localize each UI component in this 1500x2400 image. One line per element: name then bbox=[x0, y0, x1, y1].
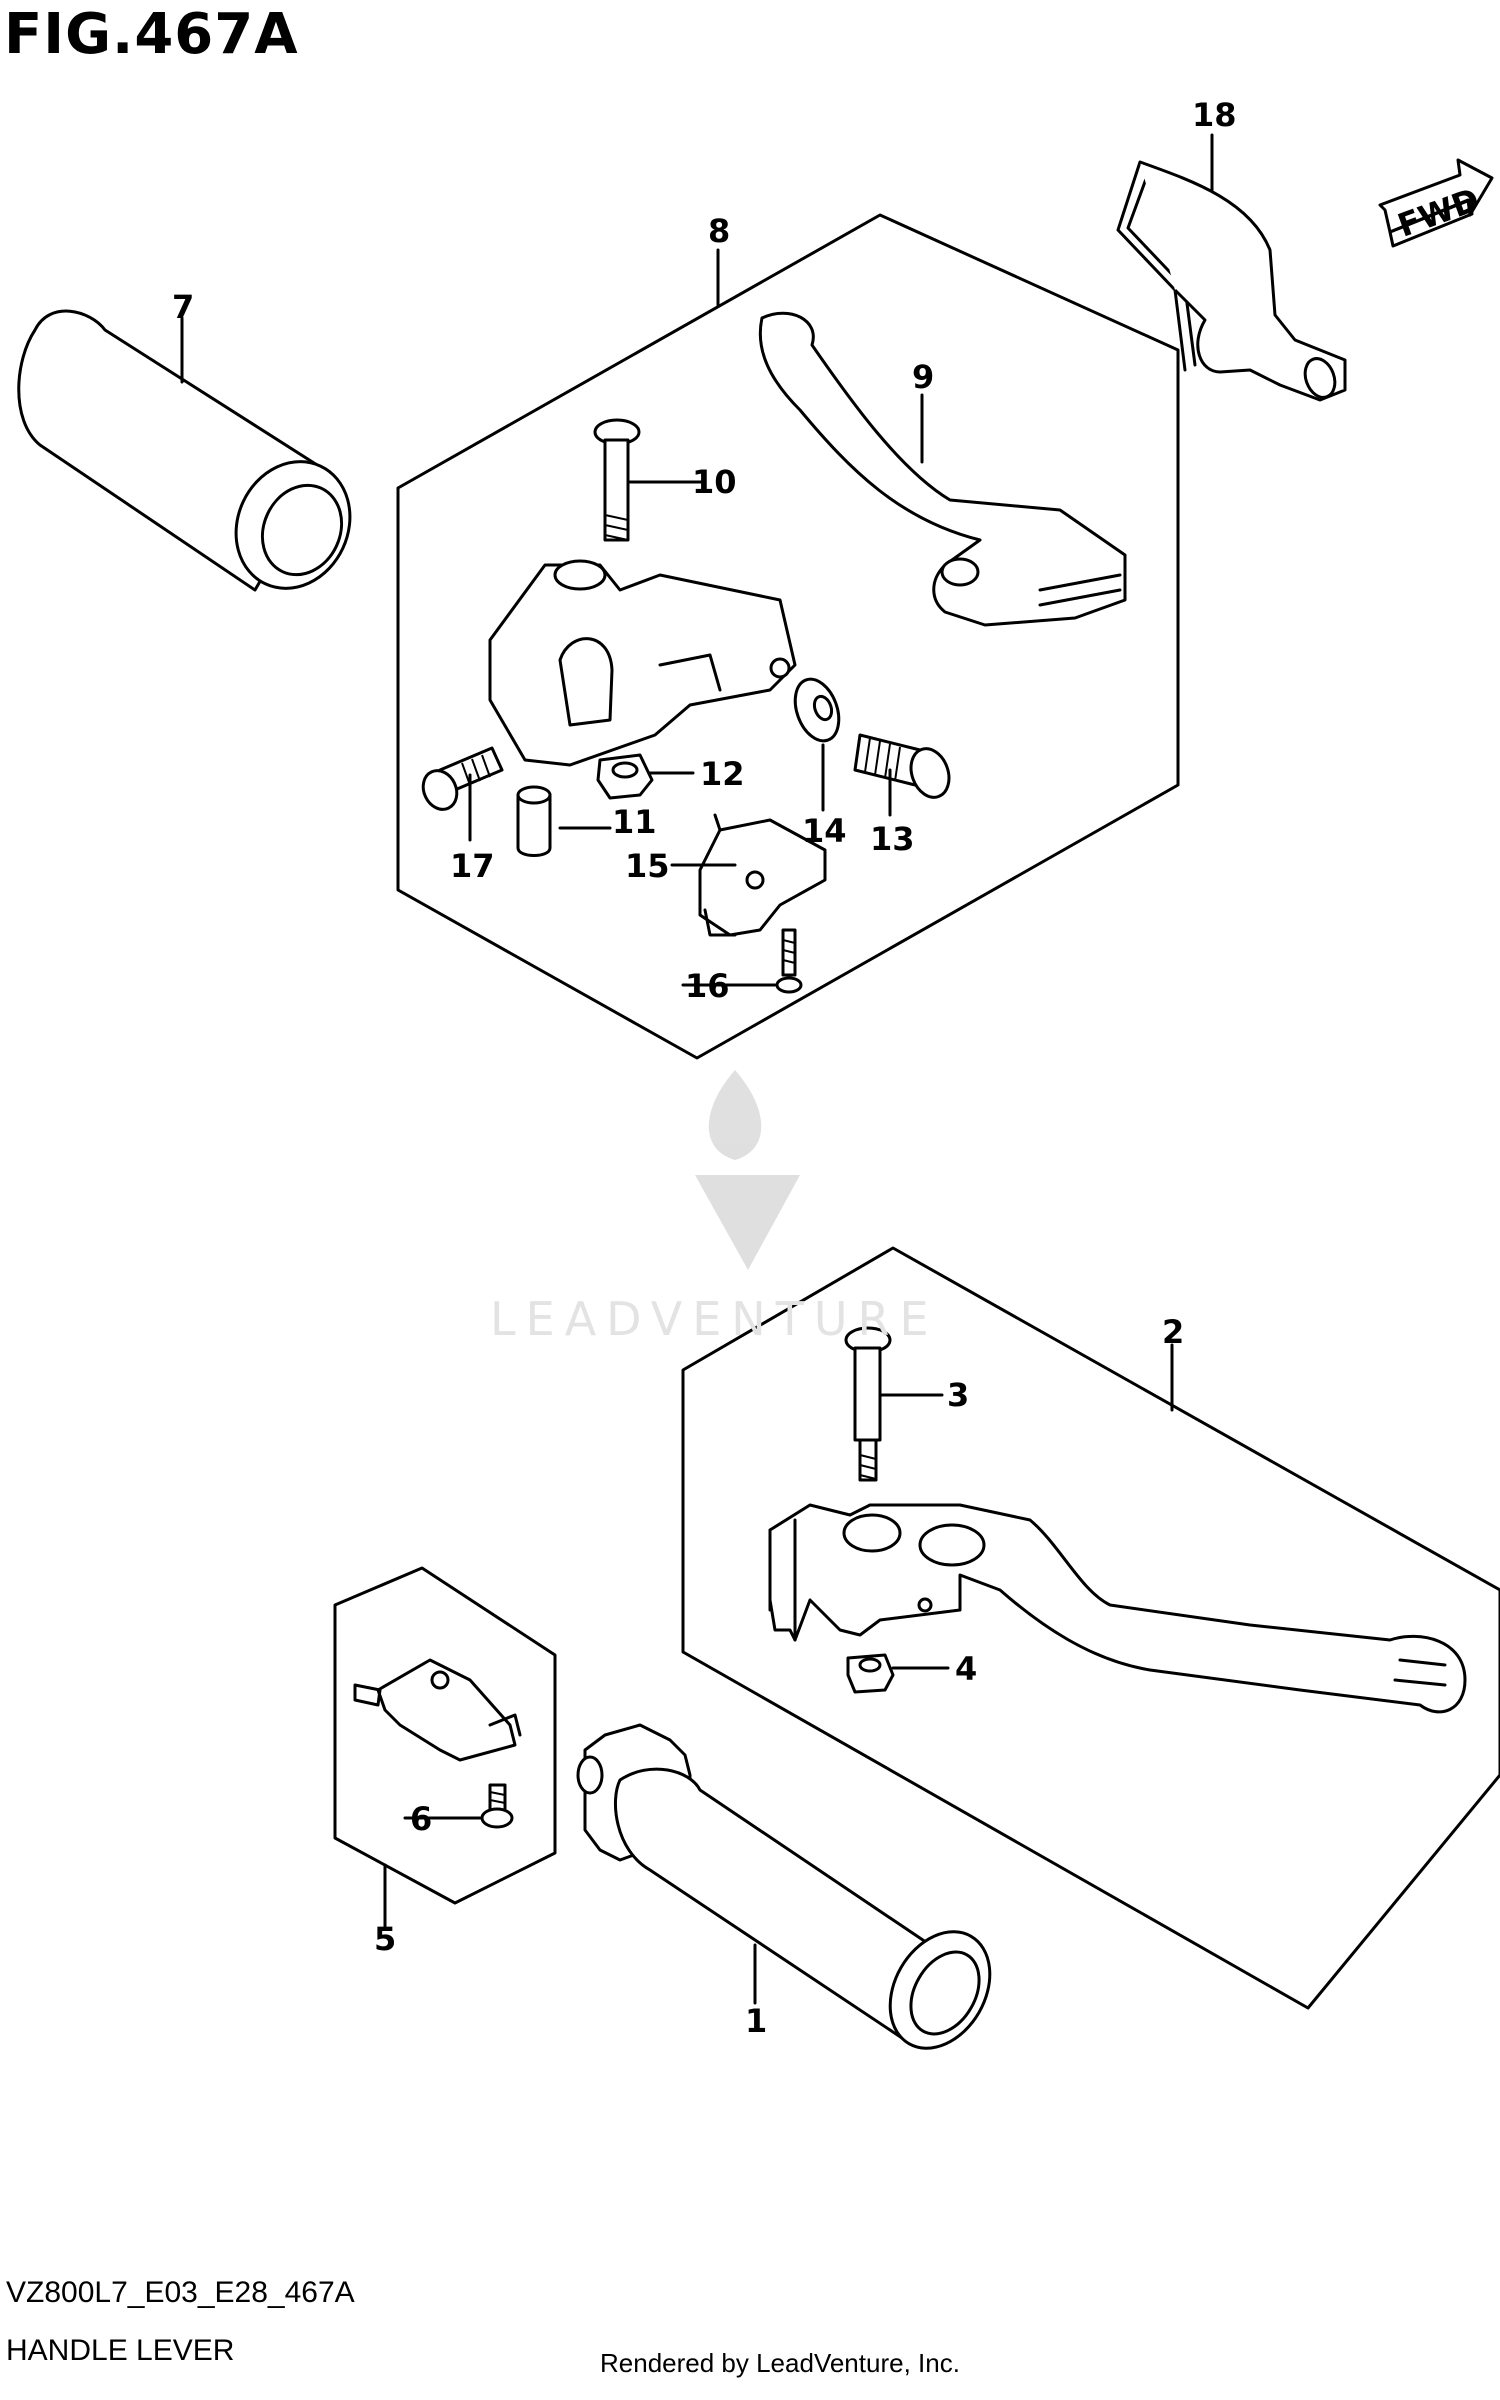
figure-title: FIG.467A bbox=[4, 2, 299, 67]
watermark-logo bbox=[695, 1070, 800, 1270]
part-12-nut[interactable] bbox=[596, 753, 654, 800]
callout-6: 6 bbox=[410, 1800, 432, 1838]
part-18-cover[interactable] bbox=[1116, 160, 1347, 402]
part-15-switch[interactable] bbox=[698, 813, 827, 937]
part-9-lever[interactable] bbox=[758, 311, 1127, 627]
callout-4: 4 bbox=[955, 1650, 977, 1688]
callout-13: 13 bbox=[870, 820, 915, 858]
part-2-brake-lever[interactable] bbox=[768, 1503, 1467, 1714]
part-4-nut[interactable] bbox=[846, 1653, 895, 1694]
callout-8: 8 bbox=[708, 212, 730, 250]
render-credit: Rendered by LeadVenture, Inc. bbox=[600, 2348, 960, 2378]
assembly-outline-5 bbox=[333, 1566, 557, 1905]
figure-name: HANDLE LEVER bbox=[6, 2334, 235, 2367]
part-14-adjuster-ring[interactable] bbox=[787, 673, 846, 747]
callout-17: 17 bbox=[450, 847, 495, 885]
callout-12: 12 bbox=[700, 755, 745, 793]
part-3-bolt[interactable] bbox=[844, 1326, 892, 1482]
figure-code: VZ800L7_E03_E28_467A bbox=[6, 2276, 355, 2309]
assembly-outline-2 bbox=[681, 1246, 1500, 2010]
callout-14: 14 bbox=[802, 812, 847, 850]
callout-2: 2 bbox=[1162, 1313, 1184, 1351]
part-1-throttle-grip[interactable] bbox=[576, 1723, 1010, 2066]
watermark-text: LEADVENTURE bbox=[490, 1292, 939, 1346]
part-13-adjuster-screw[interactable] bbox=[853, 733, 955, 803]
callout-16: 16 bbox=[685, 967, 730, 1005]
assembly-outline-8 bbox=[396, 213, 1180, 1060]
part-5-switch[interactable] bbox=[353, 1658, 522, 1762]
part-16-screw[interactable] bbox=[775, 928, 803, 994]
lever-holder[interactable] bbox=[488, 559, 797, 767]
callout-18: 18 bbox=[1192, 96, 1237, 134]
callout-5: 5 bbox=[374, 1920, 396, 1958]
callout-15: 15 bbox=[625, 847, 670, 885]
leader-lines bbox=[180, 133, 1214, 2005]
part-10-pivot-bolt[interactable] bbox=[593, 418, 641, 542]
callout-labels: 7 8 9 18 10 11 12 14 13 15 16 17 2 3 4 6… bbox=[172, 96, 1237, 2040]
callout-1: 1 bbox=[745, 2002, 767, 2040]
callout-3: 3 bbox=[947, 1376, 969, 1414]
callout-9: 9 bbox=[912, 358, 934, 396]
part-7-grip[interactable] bbox=[17, 309, 371, 607]
callout-11: 11 bbox=[612, 803, 657, 841]
part-17-bolt[interactable] bbox=[417, 746, 504, 815]
callout-7: 7 bbox=[172, 288, 194, 326]
fwd-arrow: FWD bbox=[1378, 158, 1494, 248]
part-6-screw[interactable] bbox=[480, 1783, 514, 1829]
part-11-collar[interactable] bbox=[516, 785, 552, 857]
callout-10: 10 bbox=[692, 463, 737, 501]
